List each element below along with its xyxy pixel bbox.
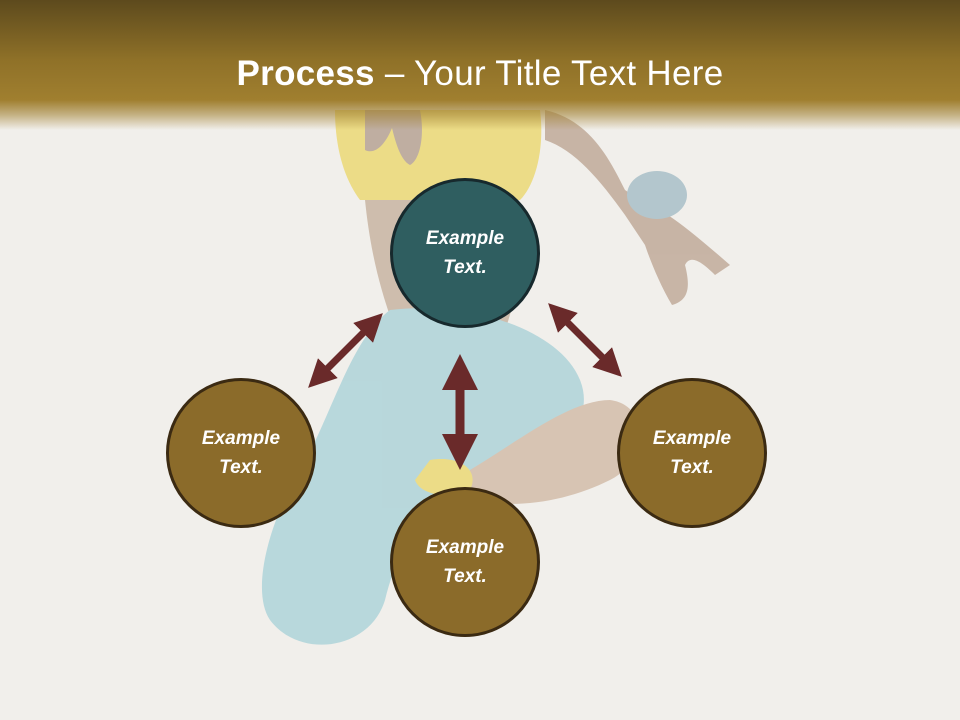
- node-bottom[interactable]: Example Text.: [390, 487, 540, 637]
- title-bar: [0, 0, 960, 130]
- node-top-line2: Text.: [443, 257, 487, 278]
- node-right-line1: Example: [652, 428, 732, 449]
- node-bottom-line2: Text.: [443, 566, 487, 587]
- node-bottom-text: Example Text.: [410, 533, 520, 591]
- node-top-text: Example Text.: [410, 224, 520, 282]
- arrow-top-left: [308, 313, 383, 388]
- dancer-right-arm: [545, 110, 730, 305]
- dancer-shirt: [335, 110, 542, 200]
- node-bottom-line1: Example: [425, 537, 505, 558]
- dancer-leg: [470, 400, 640, 504]
- node-right[interactable]: Example Text.: [617, 378, 767, 528]
- slide-title: Process – Your Title Text Here: [0, 52, 960, 96]
- node-left[interactable]: Example Text.: [166, 378, 316, 528]
- arrow-top-right: [548, 303, 622, 377]
- node-left-line1: Example: [201, 428, 281, 449]
- node-right-line2: Text.: [670, 457, 714, 478]
- node-left-line2: Text.: [219, 457, 263, 478]
- node-top-line1: Example: [425, 228, 505, 249]
- node-top[interactable]: Example Text.: [390, 178, 540, 328]
- node-left-text: Example Text.: [186, 424, 296, 482]
- title-strong: Process: [236, 54, 375, 93]
- title-rest: – Your Title Text Here: [374, 54, 724, 93]
- dancer-wristband: [627, 171, 687, 219]
- dancer-pants: [261, 308, 584, 645]
- node-right-text: Example Text.: [637, 424, 747, 482]
